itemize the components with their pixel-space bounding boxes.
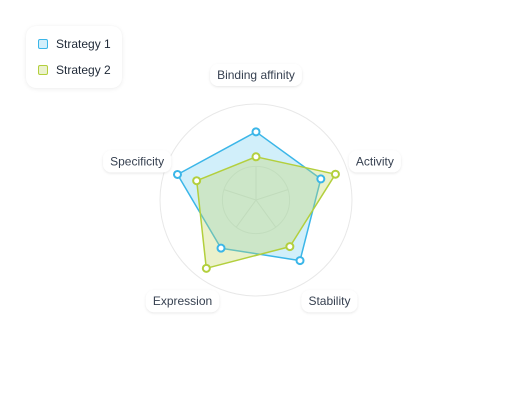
grid-ring-2 <box>159 103 353 297</box>
radar-series <box>172 127 340 273</box>
axis-label-bg <box>348 150 401 173</box>
axis-label-text: Specificity <box>110 154 164 168</box>
axis-label-1: Binding affinity <box>210 64 302 86</box>
legend: Strategy 1 Strategy 2 <box>26 26 122 88</box>
axis-label-3: Stability <box>301 290 358 313</box>
axis-label-4: Expression <box>145 290 220 313</box>
series-1-point <box>295 256 305 266</box>
series-2-point <box>201 263 211 273</box>
legend-swatch-strategy-2 <box>38 65 48 75</box>
series-area-2 <box>195 156 337 270</box>
grid-spoke <box>235 199 257 228</box>
axis-label-text: Stability <box>308 294 350 308</box>
axis-label-bg <box>301 290 358 313</box>
legend-item-strategy-1[interactable]: Strategy 1 <box>38 36 111 52</box>
series-1-point <box>316 174 326 184</box>
series-2-point <box>330 169 340 179</box>
axis-label-bg <box>103 150 172 173</box>
axis-label-text: Binding affinity <box>217 68 295 82</box>
series-1-point <box>251 127 261 137</box>
series-2-point <box>285 242 295 252</box>
axis-label-text: Expression <box>153 294 212 308</box>
axis-label-bg <box>145 290 220 313</box>
grid-spoke <box>223 189 257 201</box>
grid-spoke <box>255 199 277 228</box>
series-2-point <box>251 152 261 162</box>
axis-label-bg <box>210 64 302 86</box>
grid-spoke <box>255 189 289 201</box>
axis-label-5: Specificity <box>103 150 172 173</box>
axis-label-text: Activity <box>356 154 394 168</box>
series-2-point <box>192 176 202 186</box>
legend-label: Strategy 1 <box>56 37 111 51</box>
series-1-point <box>216 243 226 253</box>
series-1-point <box>172 169 182 179</box>
legend-swatch-strategy-1 <box>38 39 48 49</box>
axis-label-2: Activity <box>348 150 401 173</box>
legend-label: Strategy 2 <box>56 63 111 77</box>
radar-grid <box>159 103 353 297</box>
legend-item-strategy-2[interactable]: Strategy 2 <box>38 62 111 78</box>
